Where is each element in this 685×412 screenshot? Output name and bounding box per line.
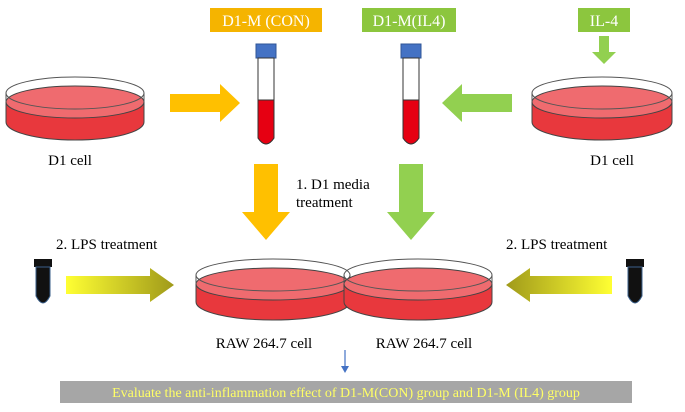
step1-label-line2: treatment — [296, 195, 353, 211]
lps-arrow-left — [66, 268, 174, 302]
arrow-to-con-tube — [170, 84, 240, 122]
d1-dish-right — [531, 76, 673, 141]
raw-dish-right — [343, 258, 493, 321]
tag-il4-input: IL-4 — [578, 8, 630, 32]
lps-tube-right — [626, 259, 644, 304]
step1-label-line1: 1. D1 media — [296, 177, 370, 193]
d1-cell-label-left: D1 cell — [48, 153, 92, 169]
tag-d1m-con: D1-M (CON) — [210, 8, 322, 32]
evaluate-banner: Evaluate the anti-inflammation effect of… — [60, 381, 632, 403]
raw-dish-left — [195, 258, 351, 321]
tube-d1m-il4 — [400, 43, 422, 145]
lps-arrow-right — [506, 268, 612, 302]
lps-label-left: 2. LPS treatment — [56, 237, 158, 253]
raw-cell-label-right: RAW 264.7 cell — [376, 336, 472, 352]
arrow-con-down — [242, 164, 290, 240]
svg-text:D1-M (CON): D1-M (CON) — [222, 13, 310, 30]
d1-dish-left — [5, 76, 145, 141]
lps-tube-left — [34, 259, 52, 304]
arrow-il4-down — [387, 164, 435, 240]
tag-d1m-il4: D1-M(IL4) — [362, 8, 456, 32]
il4-down-arrow — [592, 36, 616, 64]
svg-text:D1-M(IL4): D1-M(IL4) — [373, 13, 446, 30]
evaluate-down-arrow — [341, 350, 349, 373]
svg-text:IL-4: IL-4 — [590, 13, 618, 30]
d1-cell-label-right: D1 cell — [590, 153, 634, 169]
svg-text:Evaluate the anti-inflammation: Evaluate the anti-inflammation effect of… — [112, 386, 580, 401]
arrow-to-il4-tube — [442, 84, 512, 122]
lps-label-right: 2. LPS treatment — [506, 237, 608, 253]
raw-cell-label-left: RAW 264.7 cell — [216, 336, 312, 352]
tube-d1m-con — [255, 43, 277, 145]
